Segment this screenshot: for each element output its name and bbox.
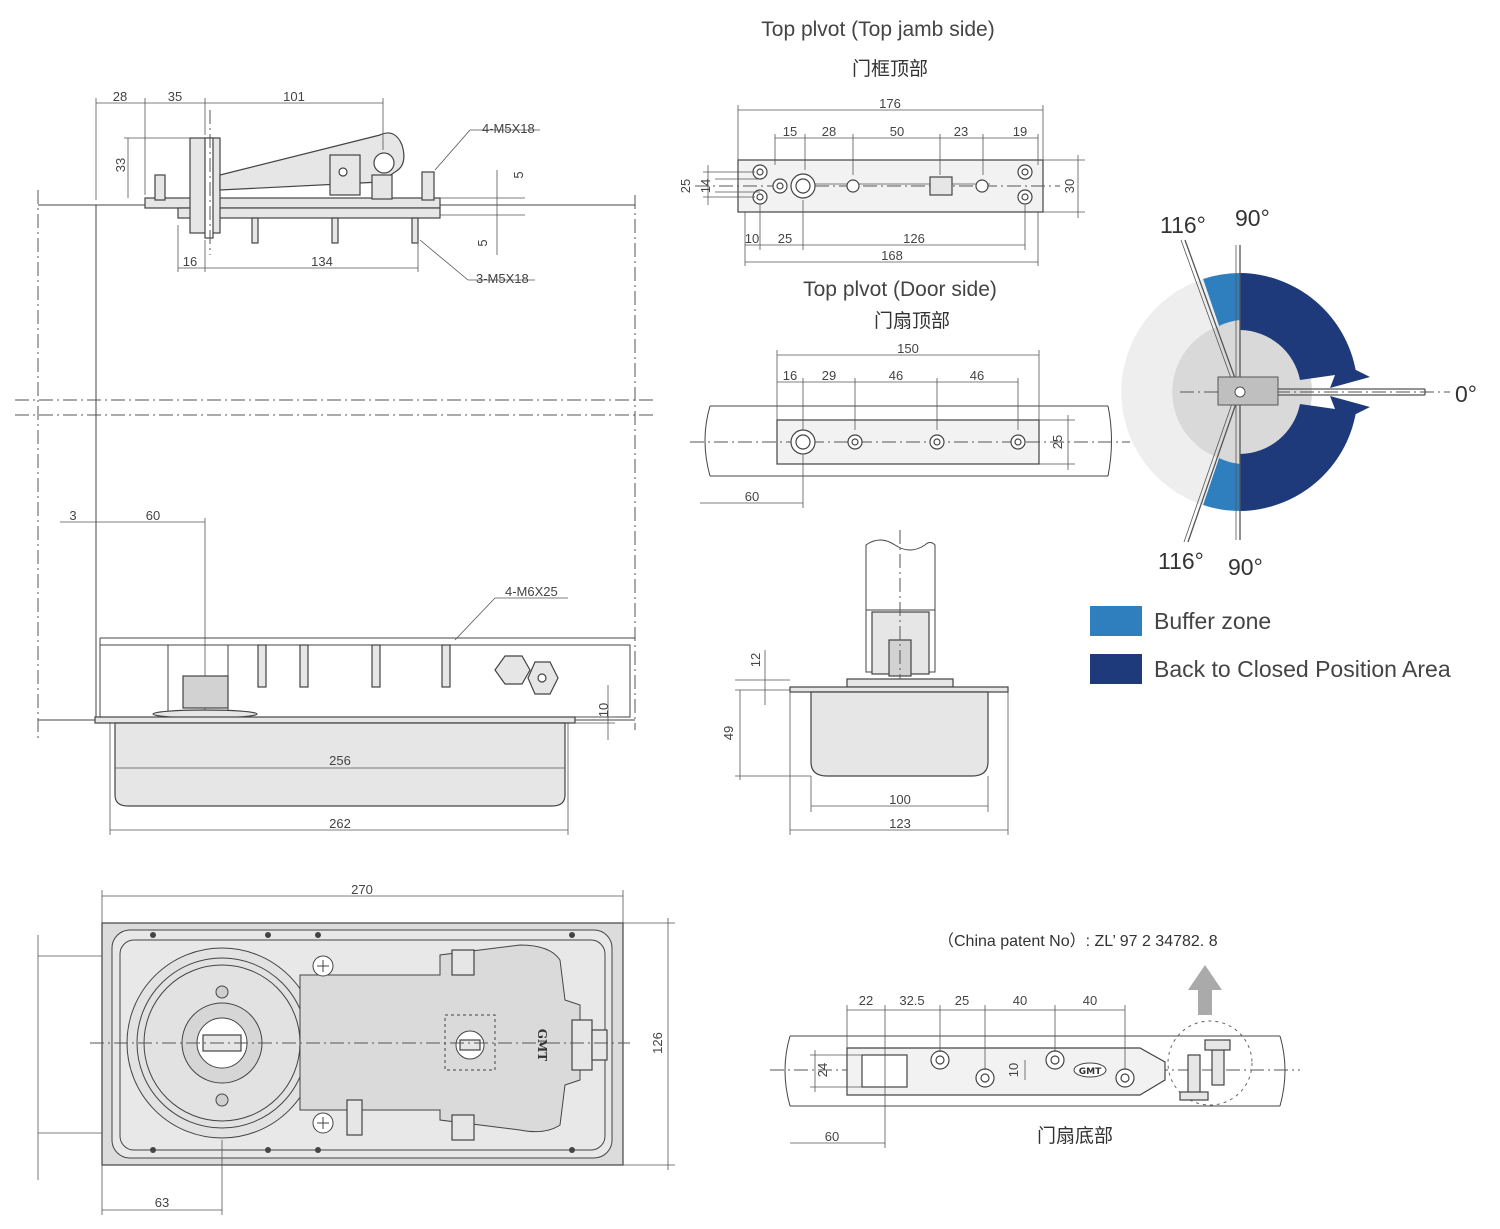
dim-bottom-40b: 40 (1083, 993, 1097, 1008)
top-jamb-view: 176 15 28 50 23 19 25 14 30 10 25 126 16… (678, 96, 1085, 266)
buffer-zone-bottom (1203, 458, 1240, 511)
title-top-jamb: Top plvot (Top jamb side) (761, 18, 994, 41)
title-top-door: Top plvot (Door side) (803, 278, 997, 301)
dim-side-35: 35 (168, 89, 182, 104)
title-top-door-cn: 门扇顶部 (874, 310, 950, 332)
title-top-jamb-cn: 门框顶部 (852, 58, 928, 80)
dim-door-16: 16 (783, 368, 797, 383)
dim-bottom-25: 25 (955, 993, 969, 1008)
bottom-logo: GMT (1079, 1067, 1102, 1077)
dim-jamb-28: 28 (822, 124, 836, 139)
dim-side-262: 262 (329, 816, 351, 831)
dim-side-60: 60 (146, 508, 160, 523)
dim-door-25: 25 (1050, 435, 1065, 449)
dim-side-28: 28 (113, 89, 127, 104)
dim-side-5-a: 5 (511, 171, 526, 178)
dim-side-5-b: 5 (475, 239, 490, 246)
dim-plan-126: 126 (650, 1032, 665, 1054)
dim-plan-270: 270 (351, 882, 373, 897)
dim-side-3: 3 (69, 508, 76, 523)
dim-side-4m5x18: 4-M5X18 (482, 121, 535, 136)
angle-diagram: 116° 90° 0° 116° 90° (1121, 205, 1477, 580)
dim-jamb-176: 176 (879, 96, 901, 111)
dim-door-150: 150 (897, 341, 919, 356)
dim-side-16: 16 (183, 254, 197, 269)
dim-side-4m6x25: 4-M6X25 (505, 584, 558, 599)
patent-number: （China patent No）: ZL’ 97 2 34782. 8 (938, 932, 1218, 950)
side-view: 28 35 101 33 4-M5X18 5 5 16 134 3-M5X18 … (15, 89, 655, 835)
dim-jamb-15: 15 (783, 124, 797, 139)
dim-bottom-10: 10 (1006, 1063, 1021, 1077)
dim-jamb-126: 126 (903, 231, 925, 246)
closing-arrow-top (1330, 362, 1370, 388)
angle-116-top: 116° (1160, 212, 1206, 238)
dim-jamb-30: 30 (1062, 179, 1077, 193)
dim-bottom-22: 22 (859, 993, 873, 1008)
angle-90-bottom: 90° (1228, 554, 1263, 580)
dim-door-29: 29 (822, 368, 836, 383)
dim-jamb-50: 50 (890, 124, 904, 139)
dim-section-12: 12 (748, 653, 763, 667)
dim-bottom-60: 60 (825, 1129, 839, 1144)
dim-bottom-40a: 40 (1013, 993, 1027, 1008)
closing-arrow-bottom (1330, 396, 1370, 422)
dim-bottom-24: 24 (815, 1063, 830, 1077)
plan-logo: GMT (535, 1029, 549, 1062)
angle-116-bottom: 116° (1158, 548, 1204, 574)
top-door-view: 150 16 29 46 46 25 60 (690, 341, 1130, 508)
dim-door-46b: 46 (970, 368, 984, 383)
legend-label-closed: Back to Closed Position Area (1154, 656, 1451, 682)
plan-view: GMT 270 126 63 (37, 882, 675, 1215)
buffer-zone-top (1203, 273, 1240, 326)
dim-side-10: 10 (596, 703, 611, 717)
bottom-door-view: GMT 22 32.5 25 40 40 24 10 60 (770, 965, 1300, 1148)
dim-plan-63: 63 (155, 1195, 169, 1210)
back-to-closed-area-bottom (1240, 404, 1356, 511)
dim-side-256: 256 (329, 753, 351, 768)
dim-door-60: 60 (745, 489, 759, 504)
dim-section-100: 100 (889, 792, 911, 807)
legend-swatch-buffer (1090, 606, 1142, 636)
dim-side-33: 33 (113, 158, 128, 172)
dim-side-3m5x18: 3-M5X18 (476, 271, 529, 286)
angle-0: 0° (1455, 381, 1477, 407)
dim-section-123: 123 (889, 816, 911, 831)
dim-jamb-168: 168 (881, 248, 903, 263)
dim-jamb-19: 19 (1013, 124, 1027, 139)
dim-side-101: 101 (283, 89, 305, 104)
dim-door-46a: 46 (889, 368, 903, 383)
dim-jamb-14: 14 (698, 179, 713, 193)
dim-jamb-23: 23 (954, 124, 968, 139)
back-to-closed-area-top (1240, 273, 1356, 380)
legend-label-buffer: Buffer zone (1154, 608, 1271, 634)
title-bottom-cn: 门扇底部 (1037, 1125, 1113, 1147)
dim-side-134: 134 (311, 254, 333, 269)
dim-section-49: 49 (721, 726, 736, 740)
legend-swatch-closed (1090, 654, 1142, 684)
angle-90-top: 90° (1235, 205, 1270, 231)
legend: Buffer zone Back to Closed Position Area (1090, 606, 1451, 684)
dim-jamb-25: 25 (678, 179, 693, 193)
dim-bottom-32-5: 32.5 (899, 993, 924, 1008)
section-view: 12 49 100 123 (721, 530, 1009, 835)
dim-jamb-10: 10 (745, 231, 759, 246)
dim-jamb-25b: 25 (778, 231, 792, 246)
